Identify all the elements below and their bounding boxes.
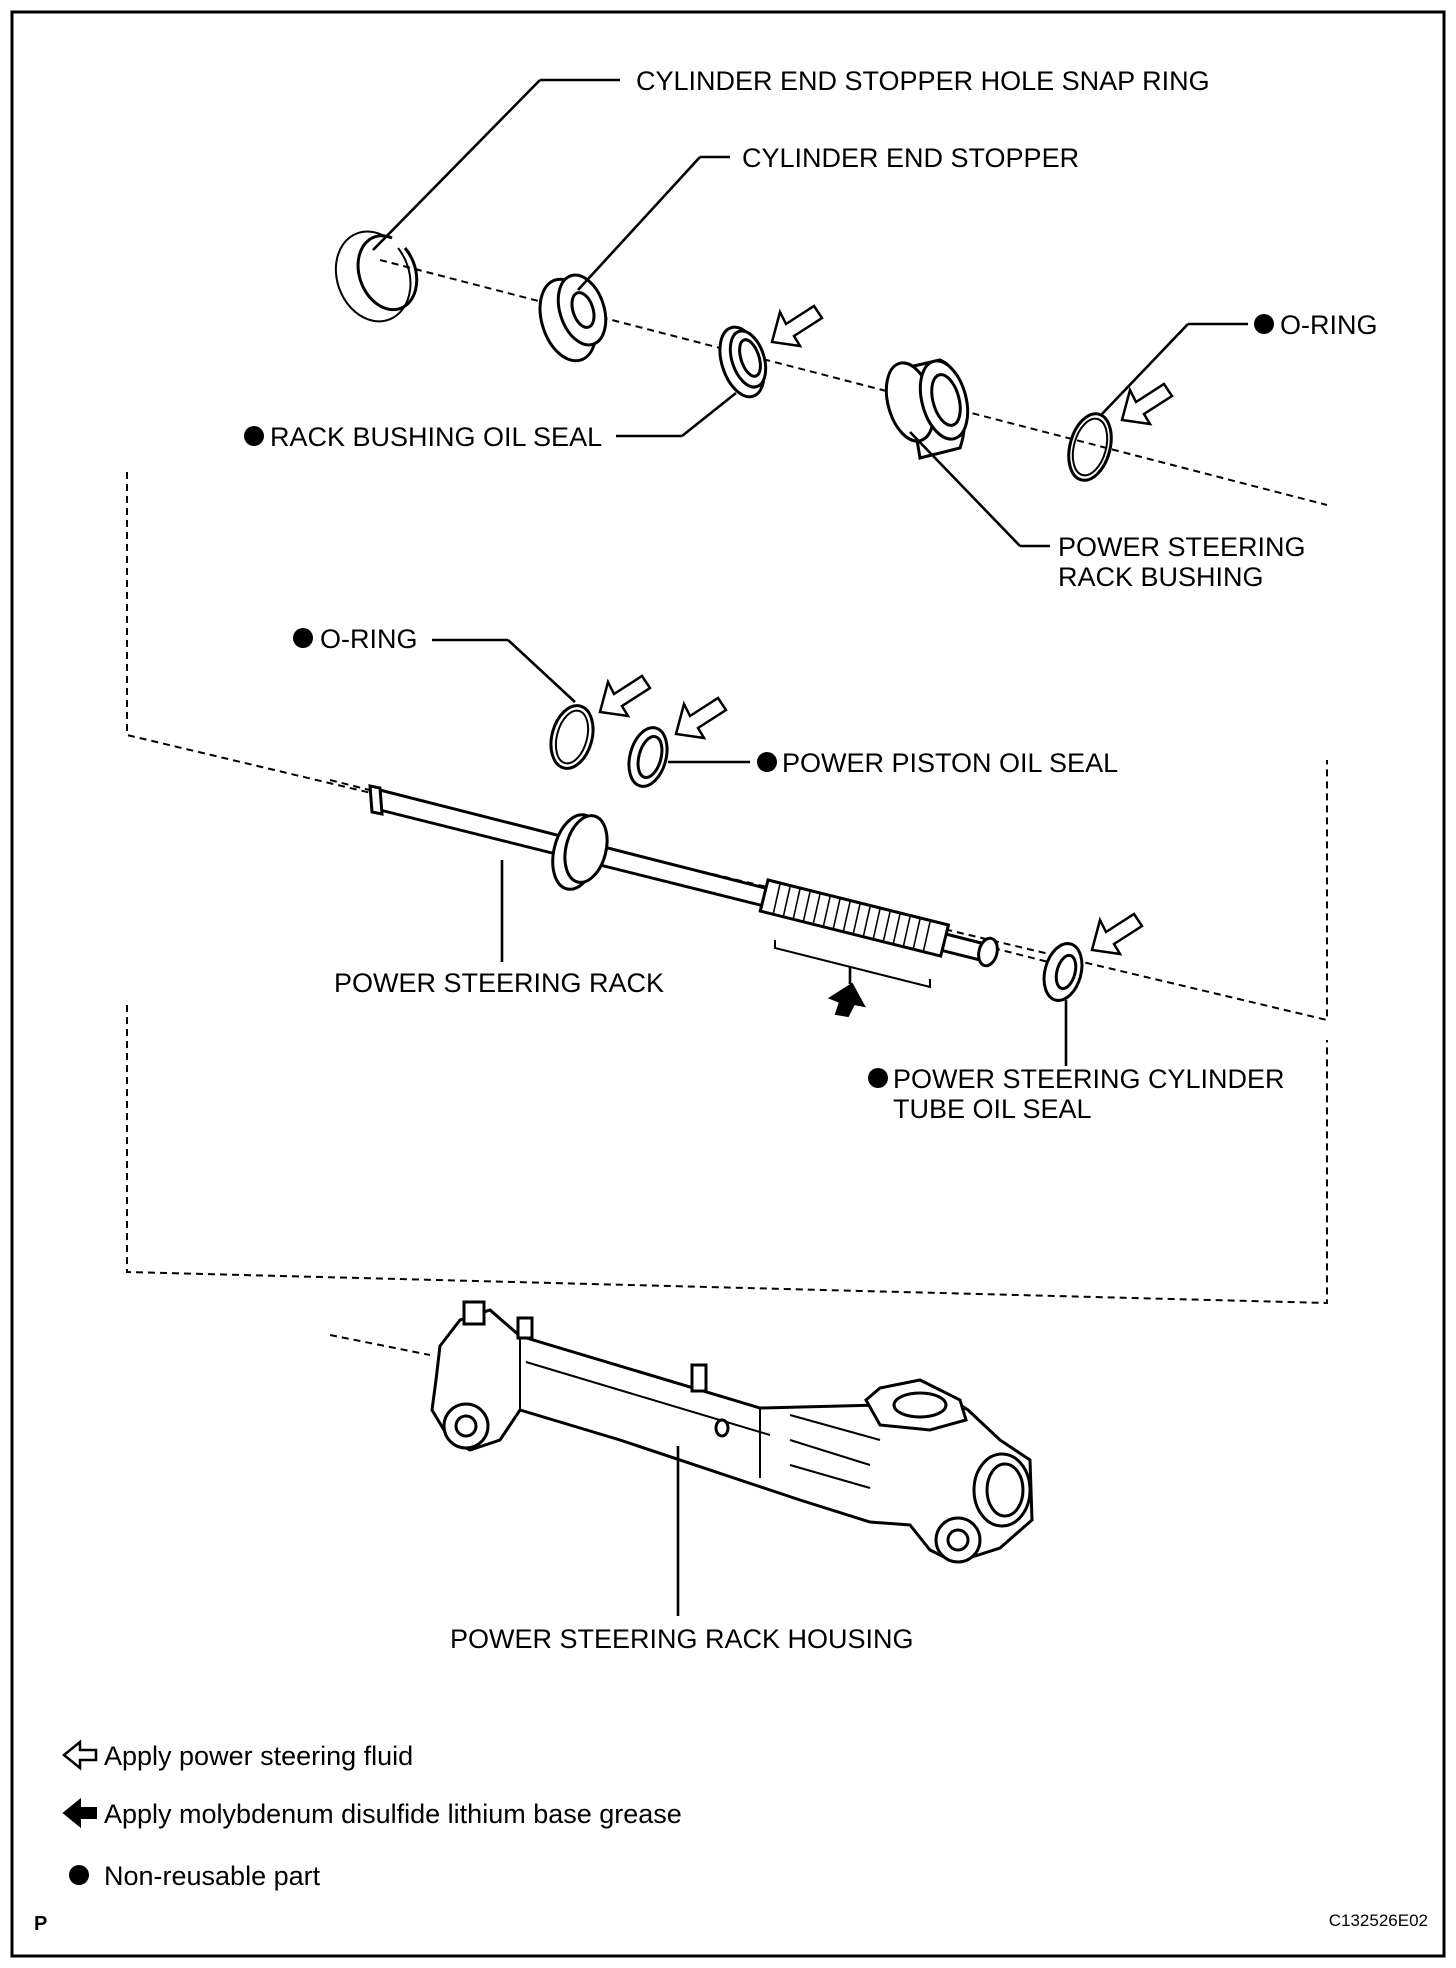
label-o-ring-top: O-RING: [1280, 310, 1378, 340]
filled-circle-icon: [69, 1865, 89, 1885]
figure-frame: [10, 10, 1446, 1958]
housing-centerline: [329, 1334, 431, 1356]
corner-letter: P: [34, 1913, 47, 1935]
power-piston-oil-seal-part: [627, 726, 669, 788]
solid-arrow-icon: [62, 1797, 97, 1829]
lower-dashed-plane: [126, 1005, 1328, 1305]
non-reusable-icon: [244, 426, 264, 446]
rack-bushing-part: [884, 358, 970, 460]
label-cylinder-tube-2: TUBE OIL SEAL: [893, 1094, 1092, 1124]
o-ring-top-part: [1067, 412, 1113, 482]
fluid-arrow-icon: [770, 304, 824, 348]
rack-housing-part: [430, 1300, 1034, 1564]
label-rack-bushing-2: RACK BUSHING: [1058, 562, 1264, 592]
figure-code: C132526E02: [1329, 1911, 1428, 1930]
legend-non-reusable-text: Non-reusable part: [104, 1861, 321, 1891]
fluid-arrow-icon: [1090, 912, 1144, 956]
grease-arrow-icon: [827, 982, 866, 1018]
legend: Apply power steering fluid Apply molybde…: [62, 1739, 682, 1891]
fluid-arrow-icon: [1120, 382, 1174, 426]
end-stopper-part: [538, 273, 608, 363]
label-rack-bushing-1: POWER STEERING: [1058, 532, 1306, 562]
non-reusable-icon: [868, 1068, 888, 1088]
rack-bushing-oil-seal-part: [718, 325, 768, 399]
label-snap-ring: CYLINDER END STOPPER HOLE SNAP RING: [636, 66, 1210, 96]
hollow-arrow-icon: [62, 1739, 98, 1771]
power-steering-rack-part: [368, 784, 999, 989]
non-reusable-icon: [757, 752, 777, 772]
label-power-steering-rack: POWER STEERING RACK: [334, 968, 664, 998]
fluid-arrow-icon: [674, 696, 728, 740]
snap-ring-part: [334, 230, 419, 323]
non-reusable-icon: [293, 628, 313, 648]
fluid-arrow-icon: [598, 674, 652, 718]
label-cylinder-tube-1: POWER STEERING CYLINDER: [893, 1064, 1285, 1094]
top-centerline: [379, 259, 1328, 506]
label-end-stopper: CYLINDER END STOPPER: [742, 143, 1079, 173]
non-reusable-icon: [1254, 314, 1274, 334]
o-ring-mid-part: [549, 704, 595, 770]
legend-grease-text: Apply molybdenum disulfide lithium base …: [104, 1799, 682, 1829]
label-rack-housing: POWER STEERING RACK HOUSING: [450, 1624, 914, 1654]
label-o-ring-mid: O-RING: [320, 624, 418, 654]
label-power-piston-oil-seal: POWER PISTON OIL SEAL: [782, 748, 1118, 778]
label-rack-bushing-oil-seal: RACK BUSHING OIL SEAL: [270, 422, 602, 452]
cylinder-tube-oil-seal-part: [1042, 942, 1084, 1002]
legend-fluid-text: Apply power steering fluid: [104, 1741, 413, 1771]
